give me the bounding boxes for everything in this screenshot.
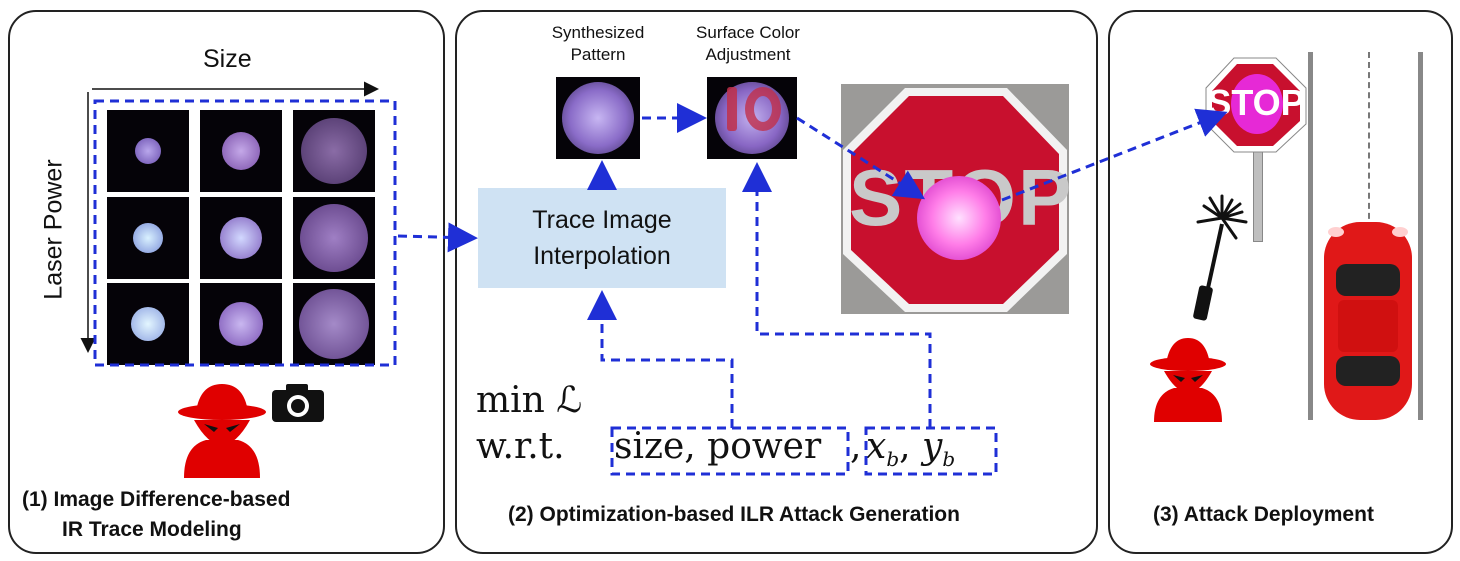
panel3-caption: (3) Attack Deployment	[1153, 503, 1374, 526]
arrow-stop-to-deployment	[1001, 108, 1228, 202]
trace-image	[293, 197, 375, 279]
arrow-objective-to-interp	[587, 290, 734, 428]
trace-image	[200, 110, 282, 192]
var-y: y	[922, 426, 943, 467]
trace-image-interpolation-box: Trace Image Interpolation	[478, 188, 726, 288]
objective-min: min ℒ	[476, 380, 583, 421]
trace-image	[200, 283, 282, 365]
arrow-surface-to-stop	[796, 116, 926, 200]
surface-color-label: Surface Color Adjustment	[678, 22, 818, 66]
var-sep: ,	[899, 426, 923, 467]
objective-comma: ,	[850, 426, 862, 467]
position-dashed-box	[864, 426, 998, 476]
var-x: x	[866, 426, 887, 467]
surface-color-label-line1: Surface Color	[696, 23, 800, 42]
objective-vars-size-power: size, power	[614, 426, 822, 467]
var-y-sub: b	[942, 447, 956, 472]
arrow-position-to-surface	[742, 162, 932, 428]
trace-image	[107, 283, 189, 365]
trace-image	[293, 283, 375, 365]
trace-image	[200, 197, 282, 279]
size-power-dashed-box	[610, 426, 850, 476]
objective-vars-xy: xb, yb	[866, 426, 955, 471]
road-right-line	[1418, 52, 1423, 420]
arrow-grid-to-interp	[397, 222, 478, 253]
laser-spot	[917, 176, 1001, 260]
surface-color-label-line2: Adjustment	[705, 45, 791, 64]
surface-color-image	[707, 77, 797, 159]
synthesized-pattern-image	[556, 77, 640, 159]
synthesized-pattern-label-line2: Pattern	[570, 45, 626, 64]
panel1-caption-line2: IR Trace Modeling	[62, 518, 242, 541]
trace-grid-dashed-box	[93, 99, 397, 367]
trace-image	[107, 197, 189, 279]
var-x-sub: b	[886, 447, 900, 472]
interp-line2: Interpolation	[533, 242, 671, 270]
stop-sign-photo: STOP	[841, 84, 1069, 314]
trace-image	[107, 110, 189, 192]
road-left-line	[1308, 52, 1313, 420]
panel1-caption-line1: (1) Image Difference-based	[22, 488, 291, 511]
objective-wrt: w.r.t.	[476, 426, 565, 467]
synthesized-pattern-label: Synthesized Pattern	[528, 22, 668, 66]
panel2-caption: (2) Optimization-based ILR Attack Genera…	[508, 503, 960, 526]
synthesized-pattern-label-line1: Synthesized	[551, 23, 645, 42]
size-axis-label: Size	[203, 45, 252, 73]
interp-line1: Trace Image	[532, 206, 672, 234]
trace-image	[293, 110, 375, 192]
